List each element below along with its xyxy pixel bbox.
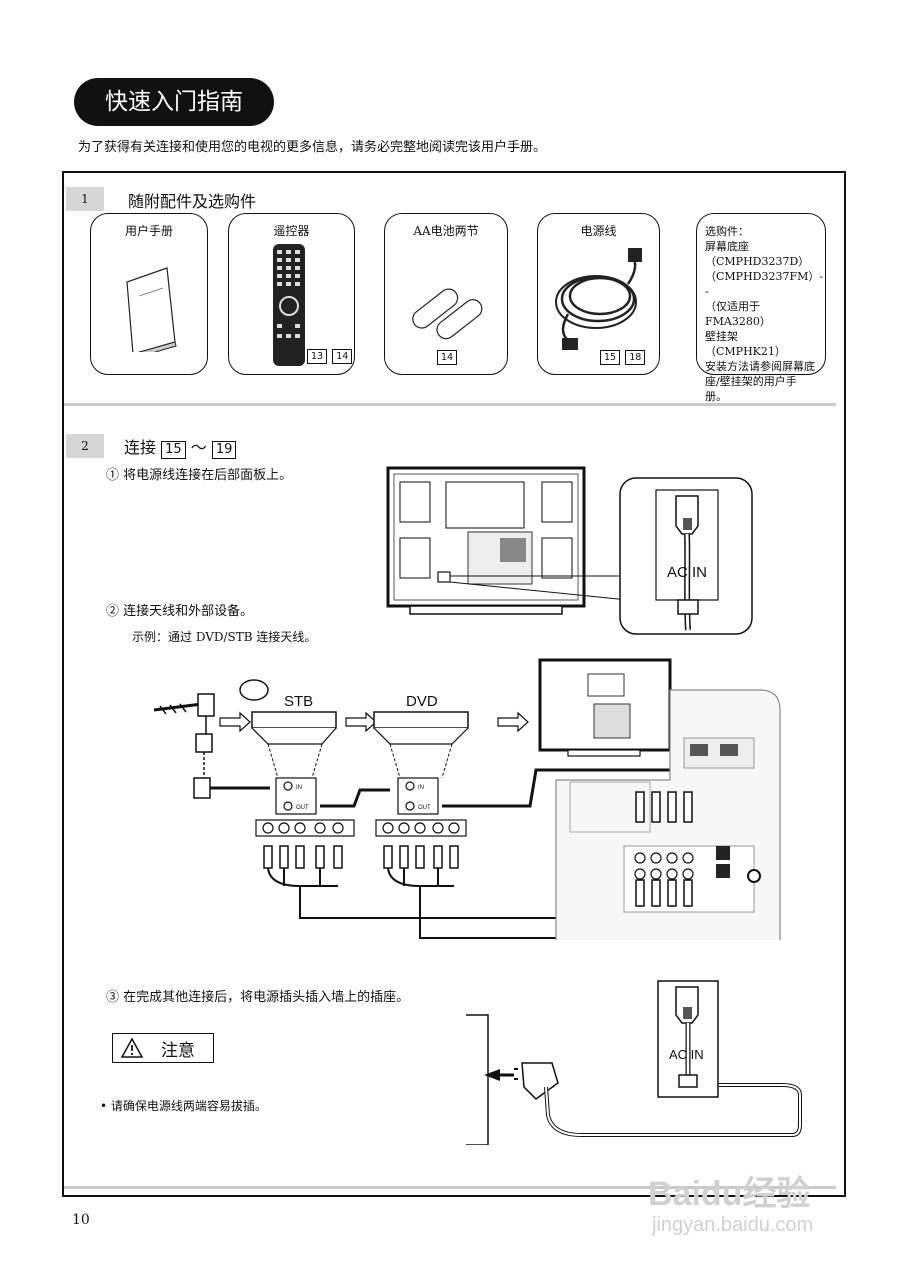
watermark-brand: Baidu经验 xyxy=(648,1175,811,1213)
page-range-separator: ～ xyxy=(190,438,207,457)
port-in-label: IN xyxy=(418,785,424,791)
section-2-number: 2 xyxy=(66,434,104,458)
port-out-label: OUT xyxy=(296,805,309,811)
ac-in-label: AC IN xyxy=(669,1047,704,1062)
page-ref: 14 xyxy=(437,350,458,365)
accessory-batteries: AA电池两节 14 xyxy=(384,213,508,375)
page-ref: 18 xyxy=(625,350,646,365)
page-ref: 15 xyxy=(600,350,621,365)
port-out-label: OUT xyxy=(418,805,431,811)
stb-label: STB xyxy=(284,693,313,710)
remote-control-icon xyxy=(273,244,305,366)
bottom-rule xyxy=(64,1186,836,1189)
section-2-title: 连接 15 ～ 19 xyxy=(124,434,237,459)
page-ref: 13 xyxy=(307,349,328,364)
tv-rear-diagram: AC IN xyxy=(386,466,753,635)
content-frame xyxy=(62,171,846,1197)
step-2-text: ② 连接天线和外部设备。 xyxy=(106,604,254,619)
accessory-label: AA电池两节 xyxy=(413,224,479,238)
section-2-title-text: 连接 xyxy=(124,438,157,457)
section-divider xyxy=(64,403,836,406)
page-ref: 14 xyxy=(332,349,353,364)
intro-text: 为了获得有关连接和使用您的电视的更多信息，请务必完整地阅读完该用户手册。 xyxy=(78,140,547,155)
section-1-title: 随附配件及选购件 xyxy=(128,192,257,211)
accessory-power-cord: 电源线 15 18 xyxy=(537,213,660,375)
page-ref: 19 xyxy=(211,441,237,459)
step-3-text: ③ 在完成其他连接后，将电源插头插入墙上的插座。 xyxy=(106,990,410,1005)
step-1-text: ① 将电源线连接在后部面板上。 xyxy=(106,468,293,483)
accessory-manual: 用户手册 xyxy=(90,213,208,375)
caution-box: 注意 xyxy=(112,1033,214,1063)
wall-outlet-diagram: AC IN xyxy=(466,980,802,1145)
accessory-label: 电源线 xyxy=(580,224,617,238)
battery-icon xyxy=(412,288,483,340)
connection-diagram: STB DVD IN OUT IN OUT xyxy=(153,658,781,940)
example-text: 示例：通过 DVD/STB 连接天线。 xyxy=(132,630,317,644)
page-number: 10 xyxy=(72,1212,90,1228)
power-cord-icon xyxy=(555,248,642,350)
dvd-label: DVD xyxy=(406,693,438,710)
optional-text: 选购件： 屏幕底座 （CMPHD3237D） （CMPHD3237FM）-- （… xyxy=(705,225,824,403)
accessory-label: 遥控器 xyxy=(273,224,310,238)
port-in-label: IN xyxy=(296,785,302,791)
accessory-label: 用户手册 xyxy=(124,224,173,238)
watermark-url: jingyan.baidu.com xyxy=(652,1214,814,1236)
manual-icon xyxy=(126,267,177,352)
ac-in-label: AC IN xyxy=(667,564,707,581)
warning-icon xyxy=(121,1038,143,1058)
caution-label: 注意 xyxy=(161,1041,195,1061)
section-1-number: 1 xyxy=(66,187,104,211)
accessory-remote: 遥控器 13 14 xyxy=(228,213,355,375)
optional-accessories: 选购件： 屏幕底座 （CMPHD3237D） （CMPHD3237FM）-- （… xyxy=(696,213,826,403)
page-title: 快速入门指南 xyxy=(74,78,274,126)
page-ref: 15 xyxy=(161,441,186,459)
caution-text: • 请确保电源线两端容易拔插。 xyxy=(100,1099,267,1113)
